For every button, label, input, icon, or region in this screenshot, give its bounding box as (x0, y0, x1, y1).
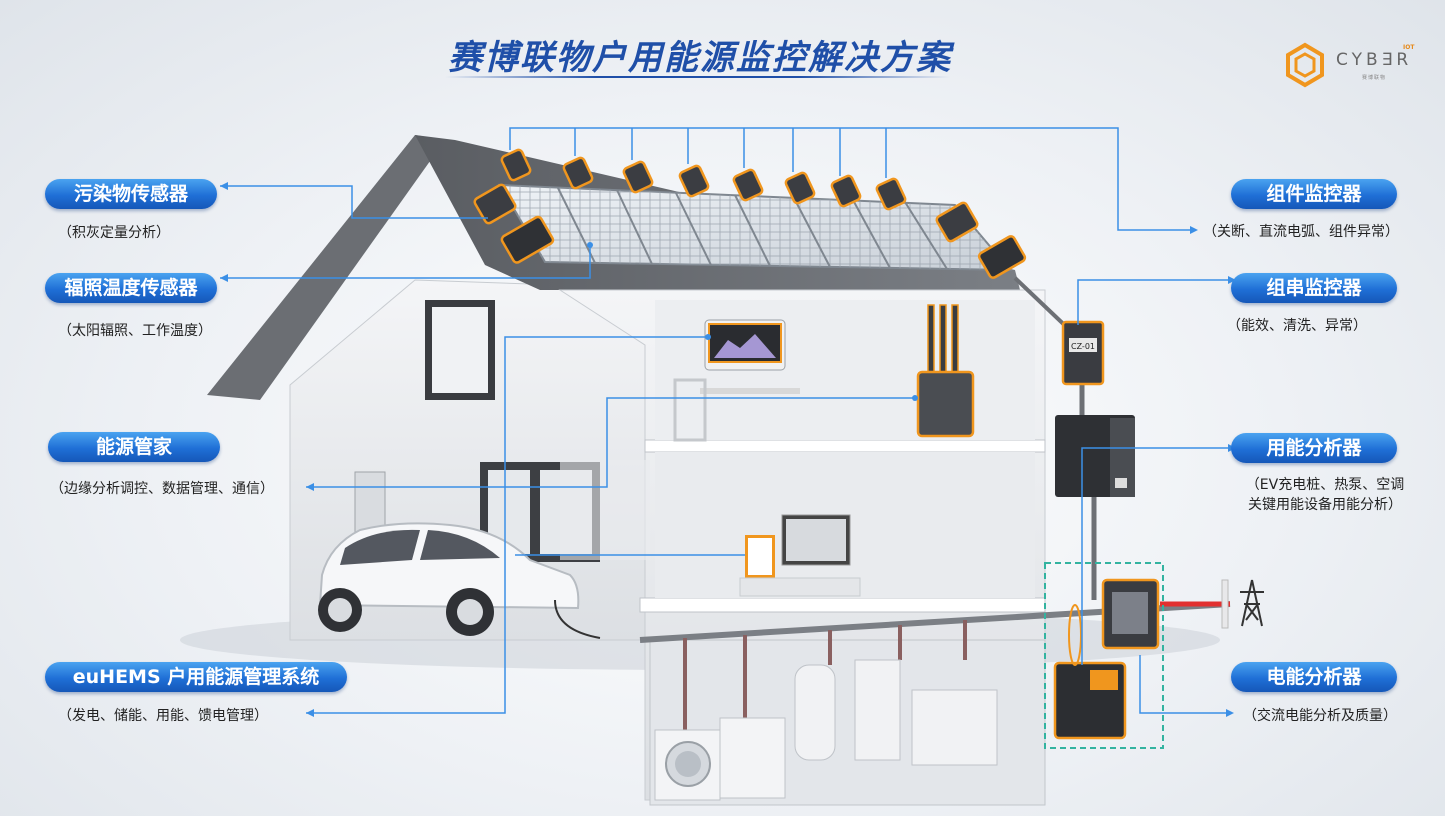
energy-analyzer-group (1044, 562, 1164, 749)
power-tower-icon (1240, 579, 1264, 627)
cyber-iot-logo: CYB∃R IOT 赛博联物 (1282, 42, 1432, 88)
label-irradiance-sensor: 辐照温度传感器 (45, 273, 217, 303)
desc-string-monitor: （能效、清洗、异常） (1227, 318, 1367, 334)
label-string-monitor: 组串监控器 (1231, 273, 1397, 303)
desc-usage-analyzer: （EV充电桩、热泵、空调 关键用能设备用能分析） (1220, 475, 1430, 515)
label-usage-analyzer: 用能分析器 (1231, 433, 1397, 463)
desc-energy-manager: （边缘分析调控、数据管理、通信） (50, 481, 274, 497)
desc-pollution-sensor: （积灰定量分析） (58, 225, 170, 241)
desc-power-analyzer: （交流电能分析及质量） (1243, 708, 1397, 724)
label-power-analyzer: 电能分析器 (1231, 662, 1397, 692)
label-pollution-sensor: 污染物传感器 (45, 179, 217, 209)
desc-usage-analyzer-line1: （EV充电桩、热泵、空调 (1245, 477, 1405, 493)
title-underline (445, 76, 950, 78)
hexagon-logo-icon (1286, 42, 1324, 88)
logo-tagline: 赛博联物 (1362, 75, 1387, 81)
logo-text: CYB∃R (1336, 50, 1413, 70)
desc-irradiance-sensor: （太阳辐照、工作温度） (58, 323, 212, 339)
page-title: 赛博联物户用能源监控解决方案 (448, 38, 952, 78)
label-module-monitor: 组件监控器 (1231, 179, 1397, 209)
logo-superscript: IOT (1403, 44, 1415, 51)
label-energy-manager: 能源管家 (48, 432, 220, 462)
desc-usage-analyzer-line2: 关键用能设备用能分析） (1248, 497, 1402, 513)
electric-car (318, 522, 580, 636)
desc-module-monitor: （关断、直流电弧、组件异常） (1203, 224, 1399, 240)
desc-euhems: （发电、储能、用能、馈电管理） (58, 708, 268, 724)
string-monitor-label: CZ-01 (1071, 342, 1095, 351)
label-euhems: euHEMS 户用能源管理系统 (45, 662, 347, 692)
solar-panels (498, 183, 1013, 272)
